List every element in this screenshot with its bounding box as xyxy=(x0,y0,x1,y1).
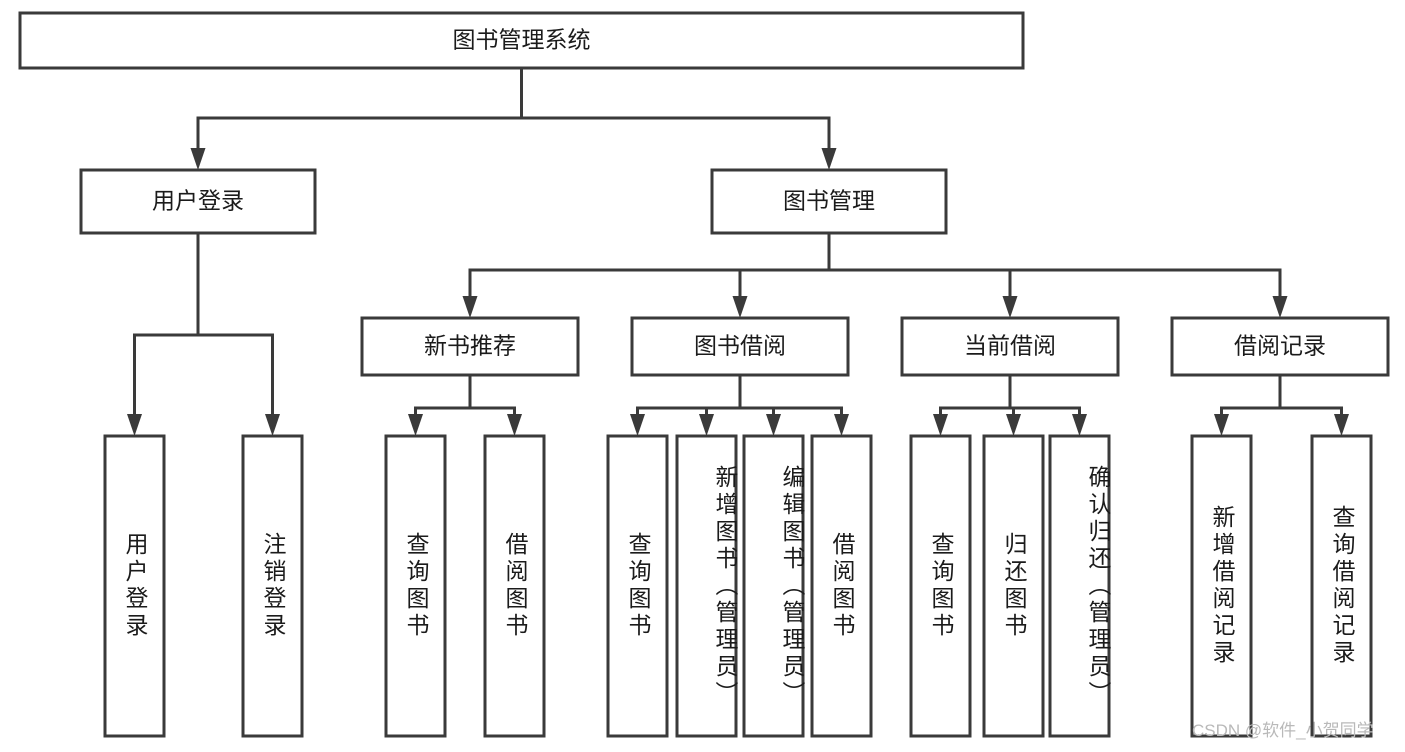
boxes-layer xyxy=(18,11,1390,738)
connector-arrow xyxy=(190,148,206,170)
node-label-book-management: 图书管理 xyxy=(783,188,875,214)
node-box-leaf-add-borrow-record[interactable] xyxy=(1190,434,1253,738)
connector-arrow xyxy=(1072,414,1087,436)
node-box-leaf-confirm-return[interactable] xyxy=(1048,434,1111,738)
connector-arrow xyxy=(1334,414,1349,436)
node-box-book-borrow[interactable] xyxy=(630,316,850,377)
connectors-layer xyxy=(127,66,1349,436)
csdn-watermark: CSDN @软件_小贺同学 xyxy=(1192,721,1374,740)
node-label-current-borrow: 当前借阅 xyxy=(964,333,1056,359)
connector-arrow xyxy=(933,414,948,436)
connector-arrow xyxy=(127,414,142,436)
node-box-leaf-logout[interactable] xyxy=(241,434,304,738)
node-box-borrow-record[interactable] xyxy=(1170,316,1390,377)
node-box-book-management[interactable] xyxy=(710,168,948,235)
connector-arrow xyxy=(1002,296,1018,318)
node-label-user-login: 用户登录 xyxy=(152,188,244,214)
connector-arrow xyxy=(630,414,645,436)
connector-arrow xyxy=(462,296,478,318)
connector-arrow xyxy=(1272,296,1288,318)
node-box-leaf-query-book-current[interactable] xyxy=(909,434,972,738)
connector-arrow xyxy=(834,414,849,436)
node-box-leaf-borrow-book[interactable] xyxy=(810,434,873,738)
connector-arrow xyxy=(821,148,837,170)
node-box-current-borrow[interactable] xyxy=(900,316,1120,377)
node-box-root[interactable] xyxy=(18,11,1025,70)
connector-arrow xyxy=(699,414,714,436)
connector-arrow xyxy=(408,414,423,436)
connector-arrow xyxy=(766,414,781,436)
node-box-leaf-query-book-borrow[interactable] xyxy=(606,434,669,738)
node-label-book-borrow: 图书借阅 xyxy=(694,333,786,359)
connector-arrow xyxy=(265,414,280,436)
node-box-leaf-query-book-recommend[interactable] xyxy=(384,434,447,738)
node-label-new-book-recommend: 新书推荐 xyxy=(424,333,516,359)
node-box-leaf-query-borrow-record[interactable] xyxy=(1310,434,1373,738)
node-label-root: 图书管理系统 xyxy=(453,27,591,53)
connector-arrow xyxy=(732,296,748,318)
connector-arrow xyxy=(1214,414,1229,436)
node-box-user-login[interactable] xyxy=(79,168,317,235)
node-box-leaf-edit-book[interactable] xyxy=(742,434,805,738)
node-box-leaf-user-login[interactable] xyxy=(103,434,166,738)
node-box-leaf-borrow-book-recommend[interactable] xyxy=(483,434,546,738)
node-box-leaf-add-book[interactable] xyxy=(675,434,738,738)
node-box-leaf-return-book[interactable] xyxy=(982,434,1045,738)
node-box-new-book-recommend[interactable] xyxy=(360,316,580,377)
node-label-borrow-record: 借阅记录 xyxy=(1234,333,1326,359)
connector-arrow xyxy=(507,414,522,436)
connector-arrow xyxy=(1006,414,1021,436)
